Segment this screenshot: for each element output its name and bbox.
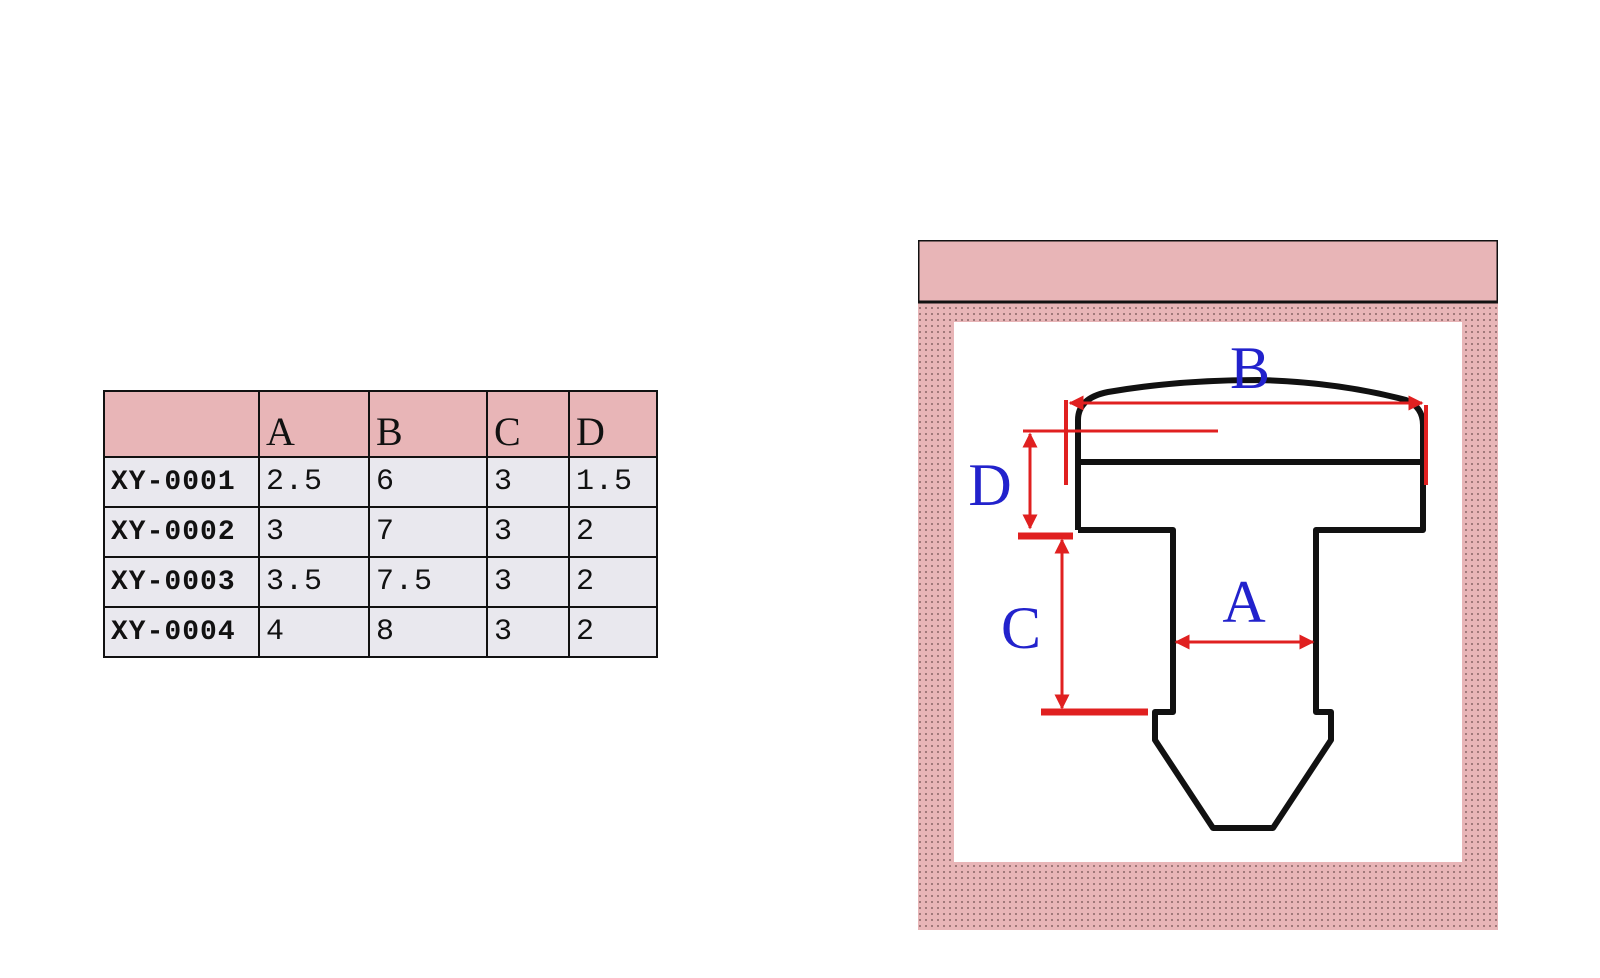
value-cell: 3 xyxy=(486,556,570,608)
model-cell: XY-0004 xyxy=(103,606,260,658)
value-cell: 3 xyxy=(486,456,570,508)
value-cell: 7.5 xyxy=(368,556,488,608)
value-cell: 3.5 xyxy=(258,556,370,608)
model-cell: XY-0003 xyxy=(103,556,260,608)
header-cell-blank xyxy=(103,390,260,458)
header-cell-c: C xyxy=(486,390,570,458)
size-table: A B C D XY-0001 2.5 6 3 1.5 XY-0002 3 7 … xyxy=(103,390,658,658)
value-cell: 6 xyxy=(368,456,488,508)
header-cell-b: B xyxy=(368,390,488,458)
dim-d-label: D xyxy=(968,452,1011,518)
dim-c-label: C xyxy=(1001,595,1041,661)
value-cell: 2 xyxy=(568,606,658,658)
plug-dimension-diagram: B D C A xyxy=(918,240,1498,930)
value-cell: 3 xyxy=(486,606,570,658)
dim-a-label: A xyxy=(1222,569,1265,635)
value-cell: 2.5 xyxy=(258,456,370,508)
table-header-row: A B C D xyxy=(103,390,658,458)
dim-b-label: B xyxy=(1230,335,1270,401)
header-cell-d: D xyxy=(568,390,658,458)
value-cell: 8 xyxy=(368,606,488,658)
panel-top-bar xyxy=(918,240,1498,304)
diagram-svg: B D C A xyxy=(918,240,1498,930)
table-row: XY-0002 3 7 3 2 xyxy=(103,506,658,558)
value-cell: 1.5 xyxy=(568,456,658,508)
value-cell: 2 xyxy=(568,506,658,558)
value-cell: 7 xyxy=(368,506,488,558)
panel-inner-area xyxy=(954,322,1462,862)
table-row: XY-0003 3.5 7.5 3 2 xyxy=(103,556,658,608)
value-cell: 4 xyxy=(258,606,370,658)
value-cell: 2 xyxy=(568,556,658,608)
header-cell-a: A xyxy=(258,390,370,458)
value-cell: 3 xyxy=(486,506,570,558)
model-cell: XY-0001 xyxy=(103,456,260,508)
value-cell: 3 xyxy=(258,506,370,558)
table-row: XY-0004 4 8 3 2 xyxy=(103,606,658,658)
table-row: XY-0001 2.5 6 3 1.5 xyxy=(103,456,658,508)
model-cell: XY-0002 xyxy=(103,506,260,558)
